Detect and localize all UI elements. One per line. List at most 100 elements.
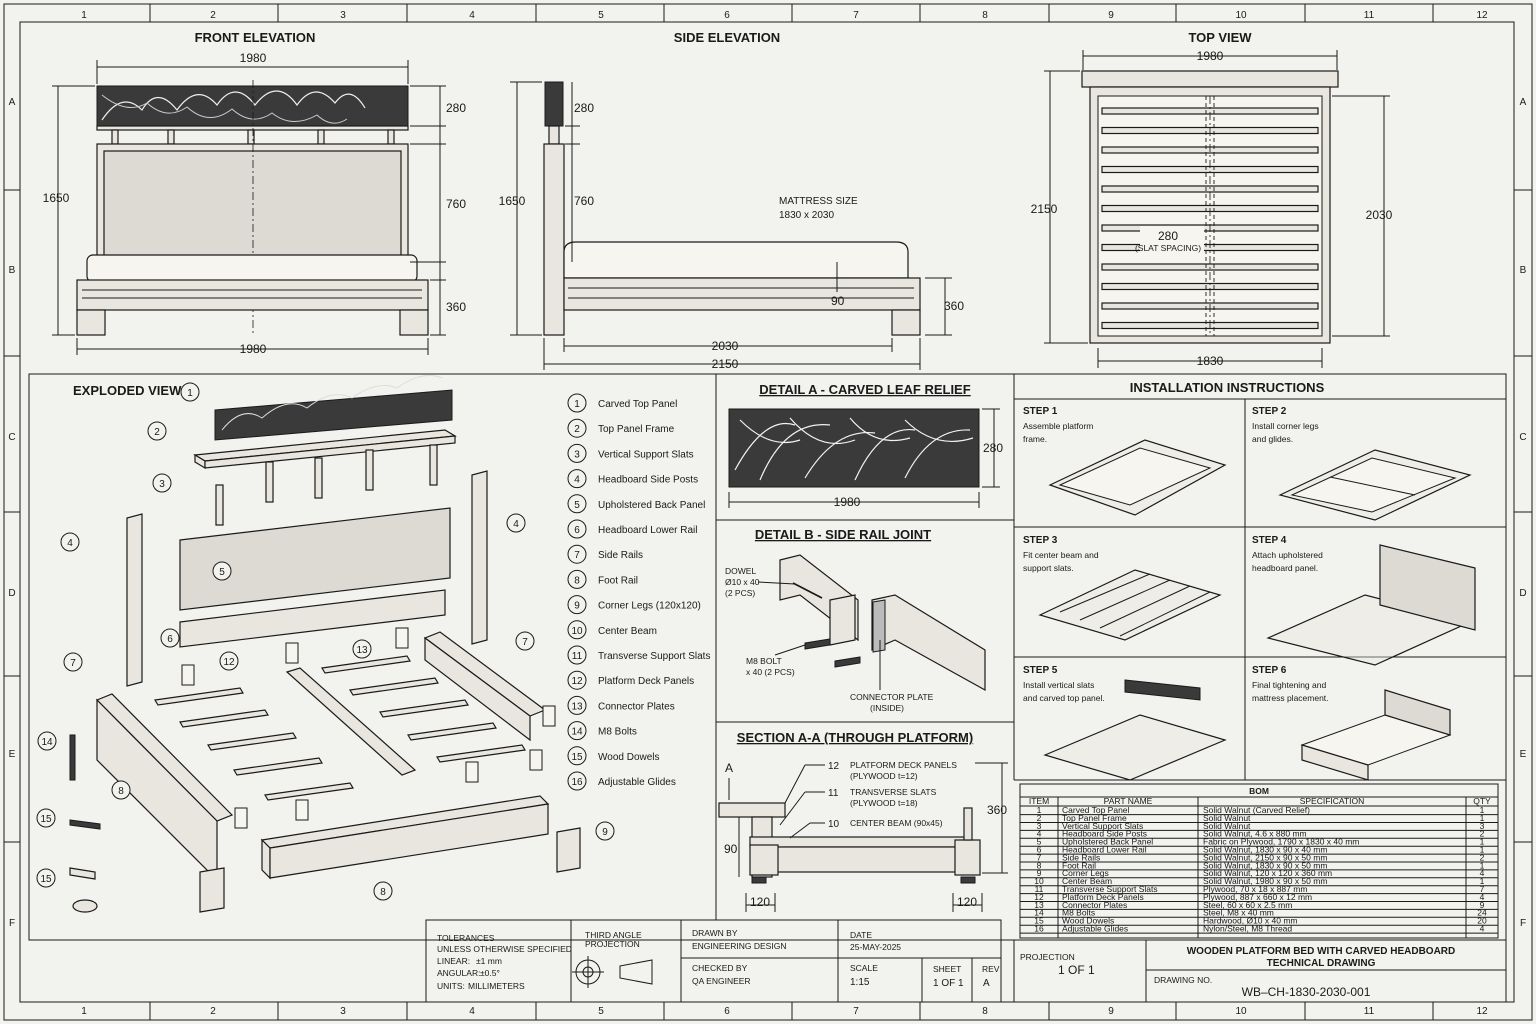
side-base	[563, 277, 921, 311]
bom-header: ITEM	[1029, 796, 1049, 806]
install-step-title: STEP 3	[1023, 535, 1058, 546]
section-depth: 90	[724, 842, 738, 856]
bom-header: SPECIFICATION	[1300, 796, 1365, 806]
grid-col-8: 8	[982, 10, 988, 21]
section-w2: 120	[957, 895, 977, 909]
grid-col-1: 1	[81, 1006, 87, 1017]
bom-cell: Side Rails	[1062, 852, 1100, 862]
exploded-transverse-slat	[349, 677, 439, 696]
section-c12: 12	[828, 761, 840, 772]
exploded-callout-circle	[111, 780, 131, 800]
parts-list-name: Corner Legs (120x120)	[598, 601, 701, 612]
bom-cell: Hardwood, Ø10 x 40 mm	[1203, 916, 1297, 926]
section-c11: 11	[828, 788, 839, 799]
bom-cell: 4	[1480, 892, 1485, 902]
bom-cell: 9	[1037, 868, 1042, 878]
bom-cell: Center Beam	[1062, 876, 1112, 886]
exploded-callout-circle	[36, 808, 56, 828]
drawn-by-key: DRAWN BY	[692, 928, 738, 938]
install-step-line2: and carved top panel.	[1023, 693, 1105, 703]
parts-list-number: 16	[571, 777, 583, 788]
exploded-callout-number: 8	[118, 786, 124, 797]
grid-col-4: 4	[469, 10, 475, 21]
parts-list-name: Headboard Side Posts	[598, 475, 698, 486]
parts-list-number: 10	[571, 626, 583, 637]
bom-cell: 1	[1480, 813, 1485, 823]
exploded-callout-circle	[152, 473, 172, 493]
bom-cell: Plywood, 70 x 18 x 887 mm	[1203, 884, 1307, 894]
parts-list-name: Side Rails	[598, 550, 643, 561]
parts-list-name: Transverse Support Slats	[598, 651, 710, 662]
exploded-callout-number: 15	[40, 814, 52, 825]
parts-list-name: Top Panel Frame	[598, 424, 675, 435]
bom-cell: Plywood, 887 x 660 x 12 mm	[1203, 892, 1312, 902]
parts-list-name: Headboard Lower Rail	[598, 525, 698, 536]
bom-cell: Wood Dowels	[1062, 916, 1114, 926]
bom-cell: Solid Walnut, 4.6 x 880 mm	[1203, 829, 1307, 839]
exploded-view: EXPLODED VIEW	[36, 375, 710, 913]
bom-cell: Steel, M8 x 40 mm	[1203, 908, 1274, 918]
grid-row-D-right: D	[1519, 588, 1526, 599]
parts-list-number: 8	[574, 575, 580, 586]
parts-list-number: 11	[572, 651, 583, 662]
side-mattress-size: 1830 x 2030	[779, 210, 834, 221]
bom-cell: Solid Walnut, 1980 x 90 x 50 mm	[1203, 876, 1327, 886]
parts-list-circle	[567, 494, 587, 514]
side-back-dim: 760	[574, 194, 594, 208]
bom-cell: Connector Plates	[1062, 900, 1127, 910]
front-elevation: FRONT ELEVATION 1980 1650	[43, 30, 467, 356]
section-t12: PLATFORM DECK PANELS	[850, 760, 957, 770]
grid-row-C: C	[8, 432, 15, 443]
exploded-callout-number: 3	[159, 479, 165, 490]
exploded-callout-circle	[36, 868, 56, 888]
section-c10: 10	[828, 819, 840, 830]
grid-col-3: 3	[340, 10, 346, 21]
exploded-callout-number: 4	[67, 538, 73, 549]
front-width-top-dim: 1980	[240, 51, 267, 65]
grid-col-8: 8	[982, 1006, 988, 1017]
parts-list-number: 1	[574, 399, 580, 410]
exploded-callout-number: 13	[356, 645, 368, 656]
exploded-vertical-slat	[265, 461, 274, 503]
front-mattress	[86, 254, 418, 283]
exploded-transverse-slat	[407, 722, 497, 741]
exploded-transverse-slat	[179, 709, 269, 728]
linear-key: LINEAR:	[437, 956, 470, 966]
bom-cell: Steel, 60 x 60 x 2.5 mm	[1203, 900, 1292, 910]
parts-list-circle	[567, 670, 587, 690]
exploded-callout-number: 2	[154, 427, 160, 438]
side-elevation-title: SIDE ELEVATION	[674, 30, 780, 45]
grid-row-E-right: E	[1520, 749, 1527, 760]
bom-cell: 16	[1034, 924, 1044, 934]
install-step-line2: support slats.	[1023, 563, 1074, 573]
bom-cell: M8 Bolts	[1062, 908, 1095, 918]
grid-row-A: A	[9, 97, 16, 108]
grid-col-5: 5	[598, 1006, 604, 1017]
exploded-connector-plate	[234, 807, 248, 829]
side-mattress	[563, 241, 909, 279]
grid-row-F-right: F	[1520, 918, 1526, 929]
bom-cell: Headboard Side Posts	[1062, 829, 1147, 839]
bom-cell: 3	[1037, 821, 1042, 831]
grid-col-6: 6	[724, 10, 730, 21]
detail-b-dowel-size: Ø10 x 40	[725, 577, 760, 587]
bom-cell: 8	[1037, 860, 1042, 870]
bom-cell: 24	[1477, 908, 1487, 918]
title-block: TOLERANCES UNLESS OTHERWISE SPECIFIED LI…	[425, 919, 1507, 1003]
install-step-title: STEP 1	[1023, 406, 1058, 417]
exploded-transverse-slat	[436, 744, 526, 763]
parts-list-number: 6	[574, 525, 580, 536]
bom-cell: 13	[1034, 900, 1044, 910]
bom-cell: Top Panel Frame	[1062, 813, 1127, 823]
install-step-title: STEP 5	[1023, 665, 1058, 676]
grid-row-D: D	[8, 588, 15, 599]
front-height-dim: 1650	[43, 191, 70, 205]
detail-b-dowel: DOWEL	[725, 566, 756, 576]
top-length-dim: 2150	[1031, 202, 1058, 216]
exploded-callout-number: 5	[219, 567, 225, 578]
grid-row-F: F	[9, 918, 15, 929]
parts-list-name: Carved Top Panel	[598, 399, 677, 410]
bom-cell: Solid Walnut, 120 x 120 x 360 mm	[1203, 868, 1332, 878]
parts-list-circle	[567, 771, 587, 791]
install-step-line2: frame.	[1023, 434, 1047, 444]
